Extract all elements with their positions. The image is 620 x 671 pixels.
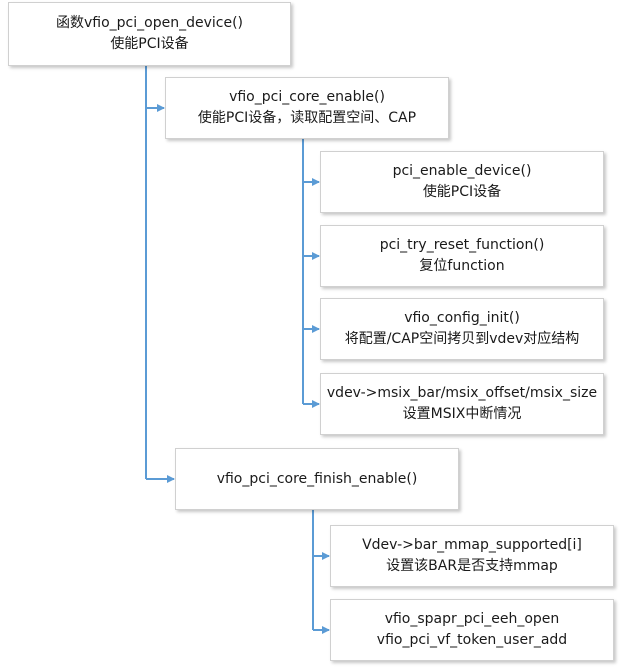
node-title: vfio_spapr_pci_eeh_open [384,611,560,627]
node-pci-enable-device: pci_enable_device() 使能PCI设备 [320,151,604,213]
node-description: 设置MSIX中断情况 [402,406,522,422]
node-vfio-spapr-pci-eeh-open: vfio_spapr_pci_eeh_open vfio_pci_vf_toke… [330,599,614,661]
node-vfio-config-init: vfio_config_init() 将配置/CAP空间拷贝到vdev对应结构 [320,298,604,360]
node-title: vdev->msix_bar/msix_offset/msix_size [326,385,598,401]
node-title: vfio_config_init() [404,310,520,326]
node-vfio-pci-core-enable: vfio_pci_core_enable() 使能PCI设备，读取配置空间、CA… [165,77,449,139]
node-description: 使能PCI设备，读取配置空间、CAP [197,110,417,126]
node-description: 使能PCI设备 [110,36,189,52]
node-title: 函数vfio_pci_open_device() [56,15,243,31]
node-bar-mmap-supported: Vdev->bar_mmap_supported[i] 设置该BAR是否支持mm… [330,525,614,587]
node-vfio-pci-open-device: 函数vfio_pci_open_device() 使能PCI设备 [8,2,291,66]
node-pci-try-reset-function: pci_try_reset_function() 复位function [320,225,604,287]
node-vdev-msix: vdev->msix_bar/msix_offset/msix_size 设置M… [320,373,604,435]
node-title: vfio_pci_core_finish_enable() [216,470,418,487]
node-description: 使能PCI设备 [422,184,502,200]
node-title: vfio_pci_core_enable() [229,89,385,105]
node-description: 设置该BAR是否支持mmap [386,558,558,574]
node-title: pci_enable_device() [392,163,532,179]
node-title: pci_try_reset_function() [379,237,545,253]
node-description: 复位function [419,258,505,274]
node-description: 将配置/CAP空间拷贝到vdev对应结构 [344,331,580,347]
node-vfio-pci-core-finish-enable: vfio_pci_core_finish_enable() [175,448,459,510]
node-description: vfio_pci_vf_token_user_add [376,632,568,648]
node-title: Vdev->bar_mmap_supported[i] [362,537,582,553]
